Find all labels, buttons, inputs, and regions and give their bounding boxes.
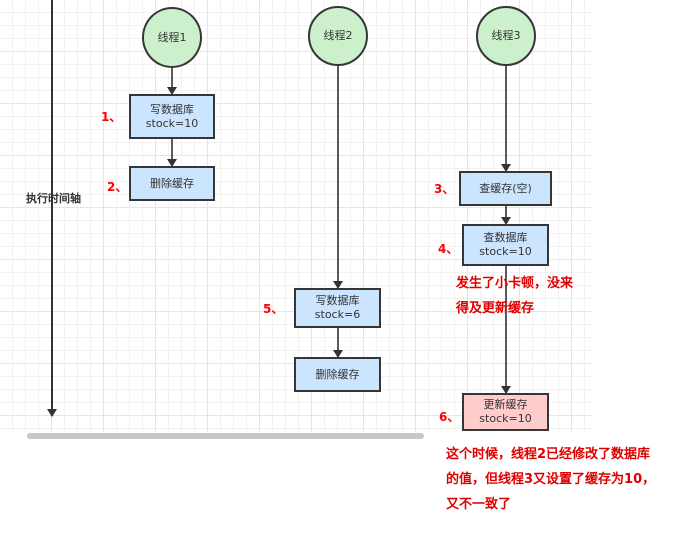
time-axis-label: 执行时间轴 [26, 192, 81, 205]
step-1-number: 1、 [101, 110, 122, 124]
conclusion-note: 这个时候，线程2已经修改了数据库 的值，但线程3又设置了缓存为10， 又不一致了 [446, 442, 655, 517]
thread-2-label: 线程2 [323, 29, 353, 42]
thread-1-label: 线程1 [157, 30, 187, 44]
canvas-grid [0, 0, 592, 432]
step-5-number: 5、 [263, 302, 284, 316]
thread-1-node[interactable]: 线程1 [142, 7, 202, 68]
step-5-line1: 写数据库 [315, 294, 360, 307]
step-4-read-db[interactable]: 查数据库 stock=10 [462, 224, 549, 266]
step-1-line1: 写数据库 [150, 102, 194, 116]
step-1-write-db[interactable]: 写数据库 stock=10 [129, 94, 215, 139]
stall-note-line2: 得及更新缓存 [456, 301, 535, 316]
step-2-delete-cache[interactable]: 删除缓存 [129, 166, 215, 201]
conclusion-line2: 的值，但线程3又设置了缓存为10， [446, 472, 656, 487]
thread-3-node[interactable]: 线程3 [476, 6, 536, 66]
step-6-update-cache[interactable]: 更新缓存 stock=10 [462, 393, 549, 431]
step-3-line1: 查缓存(空) [479, 181, 532, 195]
step-6-number: 6、 [439, 410, 460, 424]
thread-2-delete-line1: 删除缓存 [315, 367, 360, 381]
step-6-line1: 更新缓存 [483, 398, 528, 411]
step-2-line1: 删除缓存 [150, 176, 194, 190]
thread-2-node[interactable]: 线程2 [308, 6, 368, 66]
step-5-line2: stock=6 [314, 308, 361, 321]
step-4-line2: stock=10 [479, 245, 532, 258]
step-3-read-cache[interactable]: 查缓存(空) [459, 171, 552, 206]
step-4-number: 4、 [438, 242, 459, 256]
step-2-number: 2、 [107, 180, 128, 194]
step-5-write-db[interactable]: 写数据库 stock=6 [294, 288, 381, 328]
stall-note-line1: 发生了小卡顿，没来 [456, 276, 574, 291]
step-3-number: 3、 [434, 182, 455, 196]
step-4-line1: 查数据库 [483, 231, 528, 244]
conclusion-line1: 这个时候，线程2已经修改了数据库 [446, 447, 651, 462]
stall-note: 发生了小卡顿，没来 得及更新缓存 [456, 271, 573, 321]
step-6-line2: stock=10 [479, 412, 532, 425]
step-1-line2: stock=10 [145, 116, 199, 130]
horizontal-scrollbar[interactable] [27, 433, 424, 439]
thread-3-label: 线程3 [491, 29, 521, 42]
thread-2-delete-cache[interactable]: 删除缓存 [294, 357, 381, 392]
conclusion-line3: 又不一致了 [446, 497, 512, 512]
